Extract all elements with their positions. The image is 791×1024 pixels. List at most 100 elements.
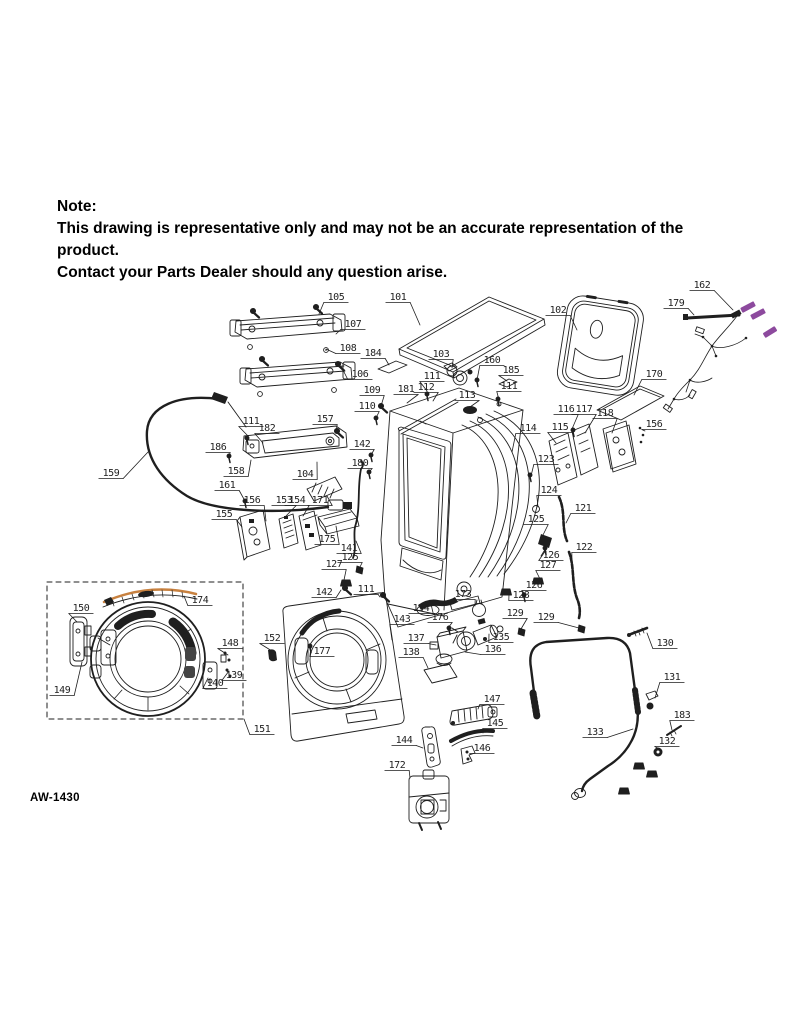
- clip-129a: [517, 627, 526, 637]
- note-heading: Note:: [57, 198, 97, 215]
- part-label-107: 107: [345, 319, 362, 330]
- label-leader: [122, 451, 149, 479]
- part-label-106: 106: [352, 369, 369, 380]
- base-plate-138: [423, 663, 458, 684]
- damper-147: [449, 704, 498, 726]
- part-label-171: 171: [312, 495, 329, 506]
- part-label-138: 138: [403, 647, 420, 658]
- hose-clamp-173: [472, 599, 486, 617]
- label-leader: [355, 540, 362, 554]
- label-leader: [341, 367, 349, 380]
- part-label-117: 117: [576, 404, 593, 415]
- part-label-148: 148: [222, 638, 239, 649]
- part-label-130: 130: [657, 638, 674, 649]
- part-label-154: 154: [289, 495, 306, 506]
- label-leader: [427, 643, 437, 646]
- label-leader: [633, 379, 643, 396]
- label-leader: [542, 524, 549, 536]
- drawer-rail-181: [398, 398, 459, 435]
- label-leader: [384, 358, 390, 366]
- shim-strip-134: [418, 597, 458, 610]
- control-board-small: [298, 510, 322, 551]
- part-label-155: 155: [216, 509, 233, 520]
- top-rail-lower: [239, 355, 356, 397]
- part-label-110: 110: [359, 401, 376, 412]
- note-line-1: This drawing is representative only and …: [57, 220, 684, 259]
- part-label-116: 116: [558, 404, 575, 415]
- part-label-129: 129: [538, 612, 555, 623]
- water-inlet-valve: [443, 362, 473, 386]
- part-label-121: 121: [575, 503, 592, 514]
- part-label-118: 118: [597, 408, 614, 419]
- part-label-125: 125: [342, 552, 359, 563]
- label-leader: [254, 433, 264, 444]
- part-label-128: 128: [513, 590, 530, 601]
- part-label-160: 160: [484, 355, 501, 366]
- label-leader: [521, 590, 527, 596]
- part-label-142: 142: [354, 439, 371, 450]
- support-rod-right: [557, 495, 582, 620]
- part-label-147: 147: [484, 694, 501, 705]
- side-bracket-144: [421, 726, 441, 768]
- part-label-149: 149: [54, 685, 71, 696]
- part-label-129: 129: [507, 608, 524, 619]
- label-leader: [538, 549, 547, 561]
- part-label-126: 126: [526, 580, 543, 591]
- part-label-156: 156: [244, 495, 261, 506]
- label-leader: [530, 464, 535, 477]
- part-label-142: 142: [316, 587, 333, 598]
- part-label-174: 174: [192, 595, 209, 606]
- grommet-132: [653, 747, 663, 757]
- pump-housing-172: [408, 769, 450, 831]
- top-panel: [398, 296, 546, 379]
- part-label-111: 111: [501, 381, 518, 392]
- label-leader: [569, 315, 578, 331]
- label-leader: [73, 661, 83, 696]
- label-leader: [389, 624, 393, 641]
- label-leader: [380, 395, 385, 407]
- part-label-125: 125: [528, 514, 545, 525]
- label-leader: [309, 646, 312, 657]
- part-label-184: 184: [365, 348, 382, 359]
- heating-rod: [683, 313, 741, 320]
- label-leader: [406, 394, 419, 404]
- screws-139: [225, 668, 232, 678]
- screw-180: [366, 469, 372, 480]
- label-leader: [243, 718, 251, 735]
- part-label-162: 162: [694, 280, 711, 291]
- label-leader: [669, 720, 673, 731]
- drawing-code: AW-1430: [30, 792, 80, 804]
- part-label-139: 139: [226, 670, 243, 681]
- part-label-140: 140: [207, 678, 224, 689]
- label-leader: [409, 302, 421, 326]
- label-leader: [217, 648, 229, 656]
- part-label-133: 133: [587, 727, 604, 738]
- noise-filter: [236, 509, 271, 561]
- label-leader: [358, 562, 363, 570]
- label-leader: [432, 392, 439, 402]
- mounting-bracket: [306, 476, 343, 502]
- screw-130: [627, 626, 649, 637]
- pad-185: [498, 378, 518, 388]
- part-label-143: 143: [394, 614, 411, 625]
- part-label-161: 161: [219, 480, 236, 491]
- label-leader: [469, 400, 480, 408]
- part-label-114: 114: [520, 423, 537, 434]
- label-leader: [375, 411, 380, 419]
- label-leader: [557, 622, 580, 629]
- part-label-137: 137: [408, 633, 425, 644]
- label-leader: [335, 424, 338, 433]
- label-leader: [238, 426, 249, 437]
- part-label-111: 111: [358, 584, 375, 595]
- hinge-stop-152: [268, 649, 277, 662]
- part-label-111: 111: [243, 416, 260, 427]
- label-leader: [259, 643, 273, 652]
- label-leader: [498, 375, 508, 382]
- part-label-183: 183: [674, 710, 691, 721]
- part-label-113: 113: [459, 390, 476, 401]
- part-label-150: 150: [73, 603, 90, 614]
- door-hinge-150: [69, 616, 92, 667]
- part-label-123: 123: [538, 454, 555, 465]
